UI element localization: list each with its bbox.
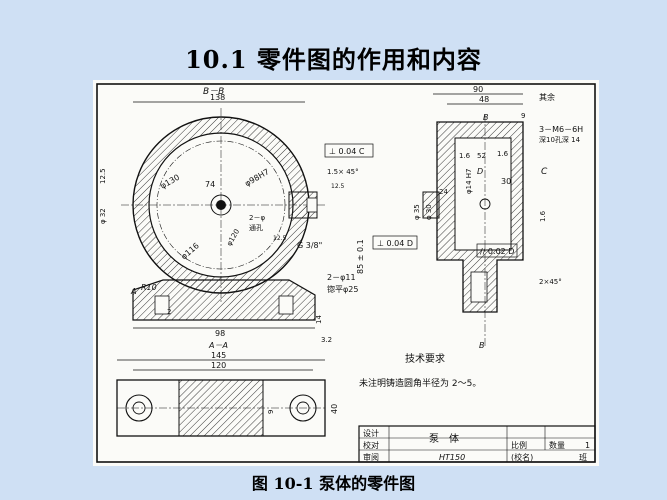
dim-9-b: 9: [267, 410, 275, 414]
tech-req-line1: 未注明铸造圆角半径为 2～5。: [359, 377, 481, 389]
dim-phi-32: φ 32: [99, 208, 107, 224]
section-a-mark: A: [130, 287, 136, 296]
dim-14: 14: [315, 315, 323, 324]
dim-30: 30: [501, 177, 511, 186]
tb-school: (校名): [511, 452, 533, 462]
datum-c: C: [541, 167, 548, 177]
spotface: 锪平φ25: [327, 284, 358, 294]
dim-52: 52: [477, 152, 486, 160]
dim-2: 2: [167, 308, 171, 316]
dim-48: 48: [479, 95, 489, 104]
title-block: 设计 校对 审阅 泵 体 比例 数量 1 HT150 (校名) 班: [358, 425, 596, 463]
dim-phi-35: φ 35: [413, 204, 421, 220]
rough-1-6-b: 1.6: [497, 150, 509, 158]
figure-caption: 图 10-1 泵体的零件图: [251, 474, 416, 493]
dim-r10: R10: [141, 283, 157, 292]
slide-title: 10.1 零件图的作用和内容: [185, 45, 482, 74]
dim-120: 120: [211, 361, 226, 370]
dim-90: 90: [473, 85, 483, 94]
view-label-aa: A－A: [208, 341, 228, 350]
label-b-top: B: [483, 113, 489, 122]
dim-phi-30: φ 30: [425, 204, 433, 220]
thread-g38: G 3/8": [297, 241, 322, 250]
dim-2-phi: 2－φ: [249, 214, 265, 222]
tb-qty: 数量: [549, 440, 565, 450]
dim-40: 40: [330, 404, 339, 414]
holes-2-phi-11: 2－φ11: [327, 273, 356, 282]
rest-roughness: 其余: [539, 92, 555, 102]
label-b-bottom: B: [479, 341, 485, 350]
dim-9: 9: [521, 112, 525, 120]
dim-12-5: 12.5: [99, 168, 107, 184]
tb-class: 班: [579, 452, 587, 462]
side-cavity: [454, 137, 512, 251]
dim-145: 145: [211, 351, 226, 360]
tb-review: 审阅: [363, 452, 379, 462]
dim-138: 138: [210, 93, 225, 102]
rough-1-6-a: 1.6: [459, 152, 471, 160]
tb-design: 设计: [363, 428, 379, 438]
dim-85: 85 ± 0.1: [356, 239, 365, 274]
through-hole: 通孔: [249, 223, 263, 232]
top-view: 145 120 9 40: [116, 351, 339, 437]
view-label-bb: B－B: [203, 87, 224, 97]
dim-98: 98: [215, 329, 225, 338]
chamfer: 1.5× 45°: [327, 168, 359, 176]
drawing-svg: B－B 138 12.5 φ 32 φ130 74 φ98H7 φ116 φ12…: [96, 83, 596, 463]
dim-2x45: 2×45°: [539, 278, 562, 286]
dim-24: 24: [439, 188, 448, 196]
tb-scale: 比例: [511, 440, 527, 450]
dim-74: 74: [205, 180, 215, 189]
perp-tol-c: ⊥ 0.04 C: [329, 147, 365, 156]
engineering-drawing: B－B 138 12.5 φ 32 φ130 74 φ98H7 φ116 φ12…: [93, 80, 599, 466]
tb-material: HT150: [439, 453, 465, 462]
drawing-border: [96, 83, 596, 463]
tb-part-name: 泵 体: [429, 433, 459, 445]
parallel-tol-d: // 0.02 D: [480, 247, 514, 256]
rough-12-5: 12.5: [331, 183, 345, 190]
dim-12-5-b: 12.5: [273, 235, 287, 242]
thread-depth: 深10孔深 14: [539, 135, 581, 144]
rough-1-6-c: 1.6: [539, 210, 547, 222]
thread-3-m6: 3－M6－6H: [539, 125, 583, 134]
dim-phi-14: φ14 H7: [465, 169, 473, 194]
datum-d-top: D: [477, 167, 483, 176]
front-view: B－B 138 12.5 φ 32 φ130 74 φ98H7 φ116 φ12…: [99, 87, 374, 350]
perp-tol-d: ⊥ 0.04 D: [377, 239, 413, 248]
side-view: 90 48 其余 B 9 3－M6－6H 深10孔深 14 1.6 52 1.6…: [372, 85, 583, 350]
rough-3-2: 3.2: [321, 336, 332, 344]
tech-req-heading: 技术要求: [405, 352, 445, 365]
base: [132, 279, 316, 321]
tb-check: 校对: [363, 440, 379, 450]
tb-qty-val: 1: [585, 441, 590, 450]
